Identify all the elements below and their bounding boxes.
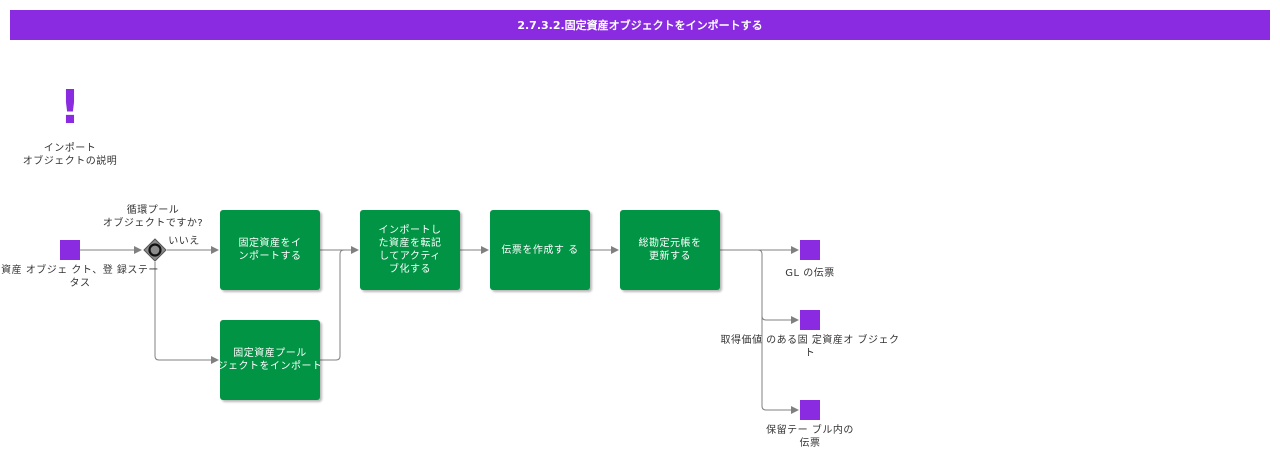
edge-task-pool-to-post: [320, 249, 345, 361]
output-hold-table-document-label: 保留テー ブル内の 伝票: [766, 425, 854, 449]
output-fixed-asset-object[interactable]: [800, 310, 820, 330]
output-gl-document[interactable]: [800, 240, 820, 260]
task-update-general-ledger[interactable]: 総勘定元帳を 更新する: [620, 210, 720, 290]
output-hold-table-document[interactable]: [800, 400, 820, 420]
task-post-activate-assets[interactable]: インポートし た資産を転記 してアクティ ブ化する: [360, 210, 460, 290]
task-import-asset-pool[interactable]: 固定資産プール ジェクトをインポート: [220, 320, 320, 400]
edge-ledger-to-hold: [761, 316, 799, 414]
start-object[interactable]: [60, 240, 80, 260]
output-gl-document-label: GL の伝票: [785, 268, 835, 279]
edge-ledger-to-asset: [757, 249, 799, 324]
gateway-no-label: いいえ: [168, 236, 200, 247]
task-import-fixed-assets[interactable]: 固定資産をイ ンポートする: [220, 210, 320, 290]
gateway-question: 循環プール オブジェクトですか?: [102, 205, 204, 229]
edge-gateway-to-task-pool: [154, 262, 219, 364]
exclusive-gateway-icon[interactable]: [143, 238, 167, 262]
annotation-text: インポート オブジェクトの説明: [22, 143, 118, 167]
task-create-document[interactable]: 伝票を作成す る: [490, 210, 590, 290]
output-fixed-asset-object-label: 取得価値 のある固 定資産オ ブジェク ト: [720, 335, 900, 359]
annotation-exclamation-icon: !: [59, 80, 81, 134]
start-object-label: 資産 オブジェ クト、登 録ステー タス: [1, 265, 159, 289]
page-title: 2.7.3.2.固定資産オブジェクトをインポートする: [10, 10, 1270, 40]
